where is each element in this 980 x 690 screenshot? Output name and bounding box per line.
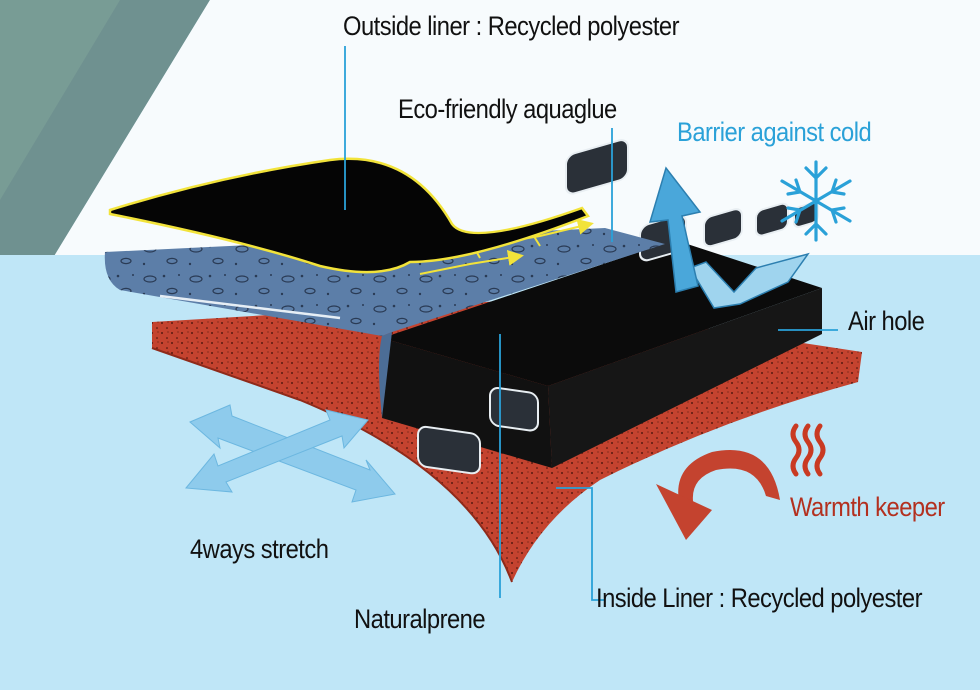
snowflake-icon bbox=[780, 160, 852, 242]
outside-liner-layer bbox=[104, 228, 665, 418]
aquaglue-label: Eco-friendly aquaglue bbox=[398, 94, 617, 124]
warmth-keeper-label: Warmth keeper bbox=[790, 492, 945, 522]
stretch-label: 4ways stretch bbox=[190, 534, 329, 564]
outside-liner-label: Outside liner : Recycled polyester bbox=[343, 11, 679, 41]
barrier-label: Barrier against cold bbox=[677, 117, 872, 147]
stretch-arrows-icon bbox=[185, 404, 396, 503]
peeled-outer-fabric bbox=[108, 157, 590, 274]
curved-arrow-icon bbox=[656, 450, 780, 540]
inside-liner-label: Inside Liner : Recycled polyester bbox=[596, 583, 922, 613]
leader-lines bbox=[344, 46, 838, 601]
heat-waves-icon bbox=[790, 423, 826, 477]
white-panel bbox=[0, 0, 980, 345]
air-hole-label: Air hole bbox=[848, 306, 925, 336]
barrier-arrow-icon bbox=[648, 166, 810, 309]
naturalprene-label: Naturalprene bbox=[354, 604, 486, 634]
